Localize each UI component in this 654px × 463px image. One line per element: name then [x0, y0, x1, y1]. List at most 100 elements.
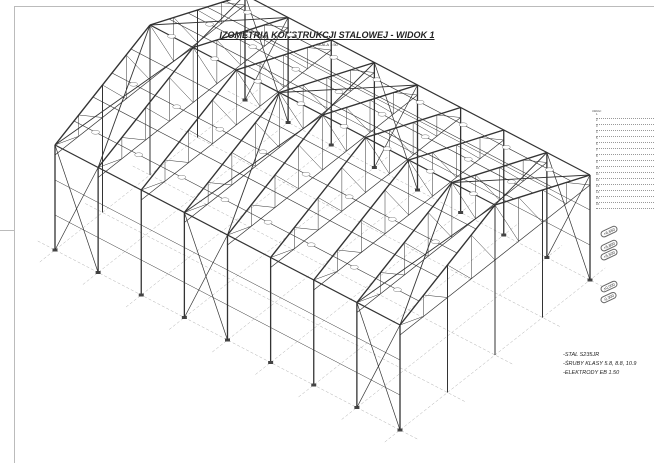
material-spec: -STAL S235JR -ŚRUBY KLASY 5.8, 8.8, 10.9…: [563, 351, 636, 378]
member-tag: [177, 175, 187, 180]
spec-electrodes: -ELEKTRODY EB 1.50: [563, 370, 620, 376]
truss-diagonal: [149, 24, 174, 62]
truss-diagonal: [408, 159, 433, 197]
member-tag: [291, 67, 301, 72]
column-base-plate: [138, 293, 144, 297]
member-tag: [134, 152, 143, 157]
truss-diagonal: [322, 114, 347, 152]
truss-diagonal: [447, 264, 472, 279]
truss-diagonal: [523, 159, 547, 163]
grid-axis-line: [132, 165, 513, 365]
note-item: 7.: [596, 149, 654, 156]
truss-diagonal: [542, 189, 567, 204]
truss-diagonal: [313, 271, 338, 281]
member-tag: [377, 112, 387, 117]
truss-diagonal: [361, 219, 386, 234]
truss-diagonal: [184, 203, 209, 213]
member-tag: [350, 265, 359, 270]
truss-diagonal: [307, 47, 332, 51]
truss-diagonal: [236, 69, 261, 107]
member-tag: [458, 122, 468, 127]
roof-purlin: [92, 96, 439, 278]
member-tag: [329, 55, 339, 60]
truss-diagonal: [350, 69, 375, 73]
grid-axis-line: [341, 245, 563, 420]
truss-diagonal: [451, 182, 476, 219]
truss-diagonal: [384, 189, 409, 216]
member-tag: [393, 287, 402, 292]
grid-axis-line: [37, 240, 418, 440]
truss-diagonal: [216, 39, 241, 66]
truss-diagonal: [255, 122, 280, 148]
truss-diagonal: [380, 272, 405, 276]
member-tag: [215, 127, 225, 132]
member-tag: [210, 56, 219, 61]
truss-diagonal: [479, 137, 504, 141]
column-base-plate: [268, 361, 274, 364]
truss-diagonal: [365, 137, 390, 174]
note-item: 11.: [596, 173, 654, 180]
note-item: 4.: [596, 131, 654, 138]
truss-diagonal: [456, 144, 481, 159]
grid-axis-line: [227, 90, 608, 290]
wall-bracing: [546, 152, 591, 281]
notes-block: UWAGI: 1.2.3.4.5.6.7.8.9.10.11.12.13.14.…: [592, 110, 654, 210]
roof-purlin: [168, 18, 515, 200]
member-tag: [344, 194, 354, 199]
truss-diagonal: [356, 293, 381, 303]
note-item: 9.: [596, 161, 654, 168]
truss-diagonal: [169, 77, 194, 103]
truss-diagonal: [231, 152, 256, 167]
member-tag: [334, 89, 344, 94]
truss-diagonal: [264, 24, 289, 28]
truss-diagonal: [427, 212, 453, 238]
truss-diagonal: [518, 197, 543, 223]
roof-bracing: [399, 182, 453, 326]
member-tag: [507, 179, 516, 184]
grid-axis-line: [82, 110, 304, 285]
truss-diagonal: [274, 174, 299, 189]
truss-diagonal: [98, 158, 122, 168]
column-base-plate: [501, 233, 507, 237]
roof-bracing: [192, 0, 241, 48]
truss-diagonal: [423, 294, 448, 298]
wall-girt: [54, 214, 401, 396]
truss-diagonal: [412, 122, 438, 137]
truss-diagonal: [240, 32, 265, 47]
column-base-plate: [328, 143, 334, 147]
note-item: 13.: [596, 185, 654, 192]
truss-diagonal: [126, 54, 151, 81]
grid-axis-line: [85, 203, 465, 402]
note-item: 10.: [596, 167, 654, 174]
truss-diagonal: [173, 17, 198, 43]
member-tag: [91, 130, 100, 135]
truss-diagonal: [283, 54, 308, 69]
roof-purlin: [130, 48, 477, 230]
member-tag: [426, 169, 435, 174]
note-item: 6.: [596, 143, 654, 150]
truss-diagonal: [188, 129, 213, 144]
truss-diagonal: [141, 181, 166, 191]
member-tag: [296, 101, 306, 106]
member-tag: [420, 134, 430, 139]
note-item: 5.: [596, 137, 654, 144]
roof-purlin: [111, 72, 458, 254]
truss-diagonal: [393, 92, 418, 96]
wall-bracing: [374, 62, 418, 191]
drawing-title: IZOMETRIA KONSTRUKCJI STALOWEJ - WIDOK 1: [219, 30, 435, 40]
truss-diagonal: [208, 182, 232, 186]
truss-diagonal: [404, 242, 429, 257]
truss-diagonal: [294, 227, 319, 231]
truss-diagonal: [164, 159, 189, 163]
roof-bracing: [322, 62, 375, 116]
member-tag: [464, 157, 473, 162]
note-item: 1.: [596, 113, 654, 120]
member-tag: [248, 44, 257, 49]
note-item: 16.: [596, 203, 654, 210]
roof-bracing: [494, 152, 548, 206]
wall-girt: [244, 64, 591, 246]
member-tag: [263, 220, 273, 225]
member-tag: [205, 22, 214, 27]
truss-diagonal: [494, 204, 519, 242]
member-tag: [167, 34, 176, 39]
